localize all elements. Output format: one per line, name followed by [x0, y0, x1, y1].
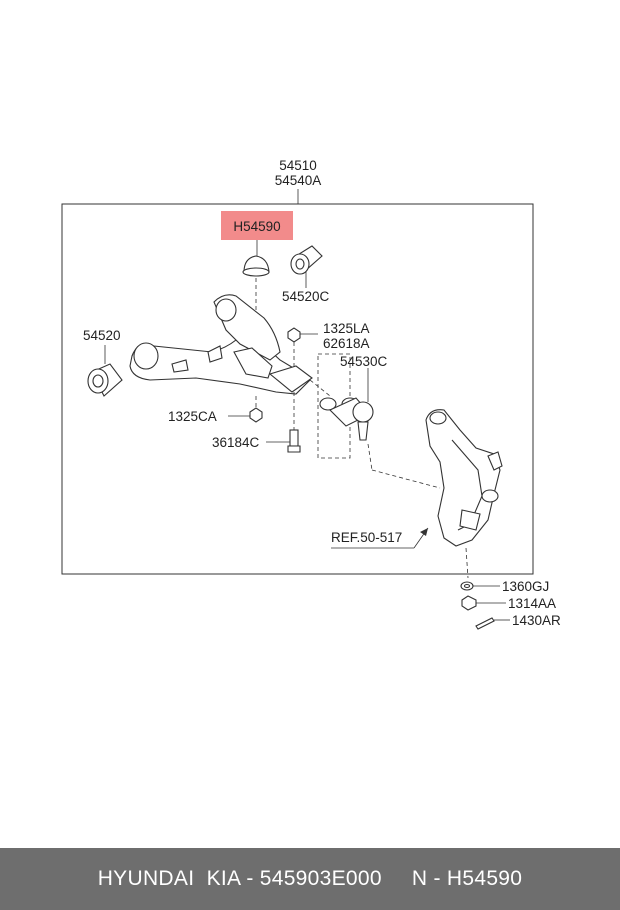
- steering-knuckle-part: [425, 409, 503, 547]
- footer-brand-part: HYUNDAI KIA - 545903E000: [97, 867, 382, 890]
- dust-cover-part: [242, 255, 270, 277]
- label-1314AA: 1314AA: [508, 596, 556, 611]
- part-number-footer: HYUNDAI KIA - 545903E000 N - H54590: [0, 848, 620, 910]
- highlight-box: [221, 211, 293, 240]
- label-36184C: 36184C: [212, 435, 260, 450]
- ball-joint-knuckle-axis: [367, 443, 373, 471]
- label-1360GJ: 1360GJ: [502, 579, 549, 594]
- footer-catalog-code: N - H54590: [411, 867, 523, 890]
- ball-joint-axis: [309, 379, 331, 397]
- label-H54590: H54590: [233, 219, 280, 234]
- ball-joint-knuckle-axis-2: [371, 469, 441, 489]
- label-1325CA: 1325CA: [168, 409, 217, 424]
- ball-joint-part: [319, 397, 374, 441]
- label-54520C: 54520C: [282, 289, 330, 304]
- label-54540A: 54540A: [275, 173, 322, 188]
- assembly-frame: [61, 203, 534, 575]
- bolt-part: [287, 429, 301, 453]
- label-54530C: 54530C: [340, 354, 388, 369]
- ball-joint-bracket: [317, 353, 351, 459]
- cotter-pin-part: [475, 617, 495, 630]
- label-54510: 54510: [279, 158, 317, 173]
- label-1325LA: 1325LA: [323, 321, 370, 336]
- exploded-parts-diagram: 54510 54540A H54590 54520C 54520: [61, 158, 561, 630]
- bushing-right-part: [290, 245, 323, 275]
- control-arm-part: [129, 294, 313, 395]
- bushing-left-part: [87, 363, 123, 397]
- label-ref-50-517: REF.50-517: [331, 530, 402, 545]
- nut-upper-part: [287, 327, 301, 343]
- washer-part: [460, 581, 474, 591]
- castle-nut-part: [461, 595, 477, 611]
- knuckle-axis: [465, 547, 469, 579]
- ref-arrow-icon: [420, 528, 428, 536]
- nut-lower-part: [249, 407, 263, 423]
- label-54520: 54520: [83, 328, 121, 343]
- label-1430AR: 1430AR: [512, 613, 561, 628]
- label-62618A: 62618A: [323, 336, 370, 351]
